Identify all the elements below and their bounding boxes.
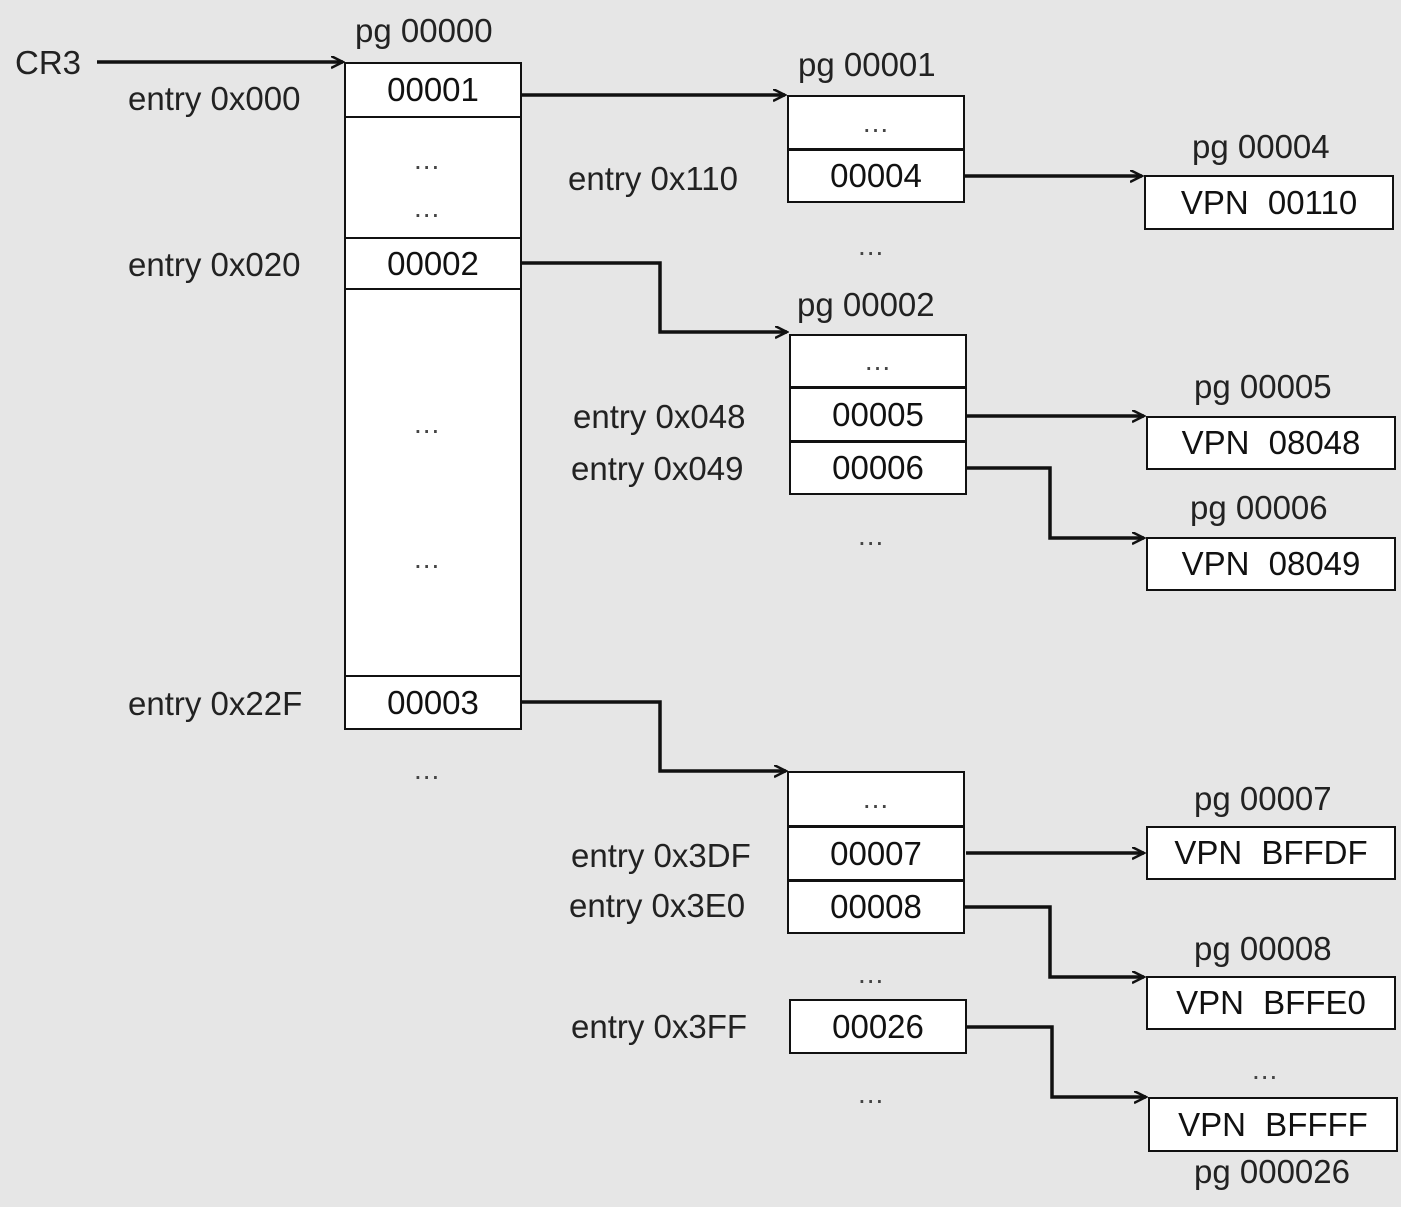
- pg00003-ellipsis-mid: ...: [858, 958, 885, 989]
- pg00008-vpn: VPN BFFE0: [1146, 976, 1396, 1030]
- pg00000-entry-22F-label: entry 0x22F: [128, 685, 303, 722]
- pg00000-entry-000-value: 00001: [344, 62, 522, 118]
- data-pages-ellipsis: ...: [1252, 1054, 1279, 1085]
- pg00000-entry-000-label: entry 0x000: [128, 80, 301, 117]
- pg00001-title: pg 00001: [798, 46, 936, 83]
- pg00008-title: pg 00008: [1194, 930, 1332, 967]
- pg00000-title: pg 00000: [355, 12, 493, 49]
- pg00000-ellipsis-below: ...: [414, 754, 441, 785]
- arrow-00003: [522, 700, 786, 771]
- pg00001-top-cell: ...: [787, 95, 965, 150]
- pg00003-entry-3FF-label: entry 0x3FF: [571, 1008, 748, 1045]
- pg00002-top-cell: ...: [789, 334, 967, 388]
- pg00003-entry-3DF-value: 00007: [787, 826, 965, 881]
- pg000026-vpn: VPN BFFFF: [1148, 1097, 1398, 1152]
- pg00002-entry-048-value: 00005: [789, 387, 967, 442]
- arrow-00026: [966, 1025, 1146, 1097]
- pg00003-entry-3E0-value: 00008: [787, 880, 965, 934]
- pg00007-title: pg 00007: [1194, 780, 1332, 817]
- arrow-00006: [966, 466, 1144, 538]
- pg00001-entry-110-value: 00004: [787, 149, 965, 203]
- pg00003-top-ellipsis: ...: [862, 783, 890, 814]
- pg00000-ellipsis-1: ...: [414, 144, 441, 175]
- pg00006-vpn: VPN 08049: [1146, 537, 1396, 591]
- pg00002-ellipsis-below: ...: [858, 520, 885, 551]
- pg00003-entry-3E0-label: entry 0x3E0: [569, 887, 746, 924]
- pg00003-top-cell: ...: [787, 771, 965, 827]
- pg00000-entry-22F-value: 00003: [344, 675, 522, 730]
- pg00004-vpn: VPN 00110: [1144, 175, 1394, 230]
- pg00002-title: pg 00002: [797, 286, 935, 323]
- pg00001-ellipsis-below: ...: [858, 230, 885, 261]
- pg00005-title: pg 00005: [1194, 368, 1332, 405]
- pg00000-entry-020-value: 00002: [344, 237, 522, 290]
- pg00000-ellipsis-2: ...: [414, 192, 441, 223]
- pg00004-title: pg 00004: [1192, 128, 1330, 165]
- pg00000-entry-020-label: entry 0x020: [128, 246, 301, 283]
- arrow-00008: [964, 905, 1144, 977]
- pg00002-entry-048-label: entry 0x048: [573, 398, 746, 435]
- pg00000-ellipsis-4: ...: [414, 543, 441, 574]
- pg00003-entry-3FF-value: 00026: [789, 999, 967, 1054]
- pg00000-ellipsis-3: ...: [414, 408, 441, 439]
- pg00003-entry-3DF-label: entry 0x3DF: [571, 837, 751, 874]
- pg00001-entry-110-label: entry 0x110: [568, 160, 738, 197]
- pg00003-ellipsis-below: ...: [858, 1078, 885, 1109]
- pg00006-title: pg 00006: [1190, 489, 1328, 526]
- pg00005-vpn: VPN 08048: [1146, 416, 1396, 470]
- arrow-00002: [522, 261, 787, 332]
- pg00002-entry-049-label: entry 0x049: [571, 450, 744, 487]
- pg00002-top-ellipsis: ...: [864, 345, 892, 376]
- pg00001-top-ellipsis: ...: [862, 106, 890, 138]
- pg00007-vpn: VPN BFFDF: [1146, 826, 1396, 880]
- pg00002-entry-049-value: 00006: [789, 441, 967, 495]
- cr3-label: CR3: [15, 44, 82, 81]
- pg000026-title: pg 000026: [1194, 1153, 1350, 1190]
